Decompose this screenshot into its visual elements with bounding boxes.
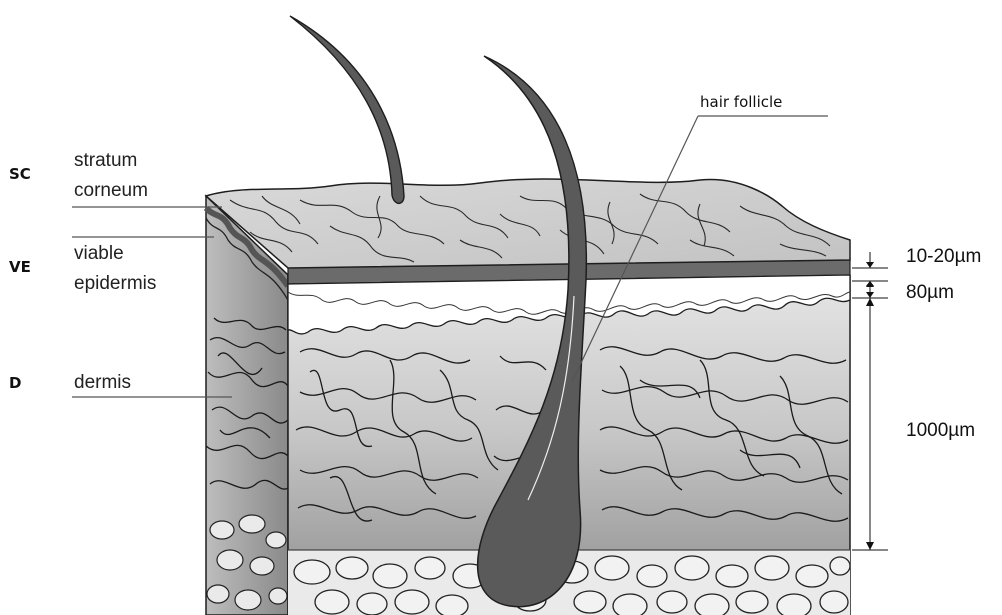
layer-abbr-ve: VE [9, 258, 31, 276]
measurement-sc-thickness: 10-20µm [906, 246, 981, 267]
layer-abbr-sc: SC [9, 165, 31, 183]
measurement-labels: 10-20µm 80µm 1000µm [906, 246, 981, 441]
layer-label-ve: VE viable epidermis [9, 243, 156, 294]
side-face [206, 196, 288, 615]
layer-name-sc-line2: corneum [74, 180, 148, 201]
layer-label-d: D dermis [9, 372, 131, 393]
measurement-dermis-thickness: 1000µm [906, 420, 975, 441]
layer-name-ve-line1: viable [74, 243, 124, 264]
layer-label-sc: SC stratum corneum [9, 150, 148, 201]
layer-name-sc-line1: stratum [74, 150, 137, 171]
layer-name-d: dermis [74, 372, 131, 393]
hair-follicle-label: hair follicle [700, 93, 782, 111]
dimension-markers [852, 252, 888, 550]
layer-abbr-d: D [9, 374, 21, 392]
measurement-ve-thickness: 80µm [906, 282, 954, 303]
layer-name-ve-line2: epidermis [74, 273, 156, 294]
top-surface [206, 179, 850, 268]
hair-left [290, 16, 404, 203]
